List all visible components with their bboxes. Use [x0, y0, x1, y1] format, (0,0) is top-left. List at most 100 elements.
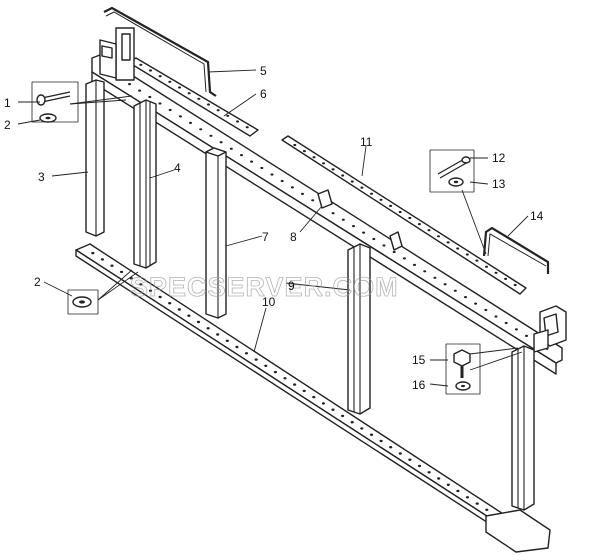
rail-hole [485, 265, 488, 268]
rail-hole [312, 156, 316, 159]
callout-4: 4 [174, 161, 181, 175]
rail-hole [389, 446, 393, 449]
rail-hole [427, 229, 431, 232]
washer-2 [67, 289, 99, 315]
rail-hole [389, 204, 393, 207]
rail-hole [321, 402, 325, 405]
callout-14: 14 [530, 209, 544, 223]
callout-9: 9 [288, 279, 295, 293]
rail-hole [254, 358, 258, 361]
rail-hole [443, 283, 447, 286]
rail-hole [360, 427, 364, 430]
rail-hole [341, 414, 345, 418]
rail-hole [446, 241, 450, 244]
rail-hole [302, 389, 306, 393]
rail-hole [525, 334, 528, 337]
rail-hole [331, 168, 335, 171]
callout-5: 5 [260, 64, 267, 78]
rail-hole [465, 253, 469, 256]
rail-hole [128, 83, 131, 86]
callout-labels: 1 2 3 4 5 6 7 8 9 10 11 12 13 14 15 16 2 [4, 64, 544, 392]
rail-hole [260, 166, 264, 170]
rail-hole [456, 247, 460, 250]
rail-hole [464, 296, 467, 299]
rail-hole [158, 75, 162, 78]
rail-hole [322, 162, 325, 165]
rail-hole [196, 320, 201, 324]
rail-hole [370, 192, 373, 195]
callout-2-lower: 2 [34, 275, 41, 289]
rail-hole [379, 439, 383, 443]
rail-hole [216, 109, 220, 112]
rail-hole [437, 235, 440, 238]
rail-hole [484, 308, 488, 312]
rail-hole [475, 259, 479, 262]
rail-hole [219, 141, 223, 144]
post-4 [133, 99, 157, 269]
callout-2-upper: 2 [4, 118, 11, 132]
rail-hole [148, 289, 153, 292]
rail-hole [226, 114, 230, 117]
rail-hole [360, 186, 364, 189]
rail-hole [264, 364, 268, 367]
rail-hole [138, 89, 142, 92]
rail-hole [235, 345, 239, 349]
rail-hole [475, 502, 479, 505]
callout-1: 1 [4, 96, 11, 110]
rail-hole [206, 327, 210, 330]
rail-hole [369, 433, 374, 436]
rail-hole [427, 471, 431, 474]
callout-3: 3 [38, 170, 45, 184]
rail-hole [178, 115, 182, 118]
clip-8 [317, 189, 403, 251]
rail-hole [158, 295, 162, 299]
handle-rod-5 [103, 6, 217, 97]
rail-hole [245, 126, 249, 129]
watermark-text: SPECSERVER.COM [130, 272, 399, 302]
rail-hole [350, 421, 354, 424]
rail-hole [168, 302, 172, 305]
rail-hole [199, 128, 203, 131]
post-7 [205, 147, 227, 319]
rail-hole [270, 173, 274, 176]
rail-hole [110, 264, 114, 267]
rail-hole [362, 231, 366, 234]
top-rail [91, 54, 563, 375]
rail-hole [513, 283, 517, 287]
rail-hole [456, 489, 460, 493]
rail-hole [225, 339, 229, 342]
rail-hole [139, 63, 143, 66]
callout-6: 6 [260, 87, 267, 101]
rail-hole [494, 315, 498, 318]
callout-13: 13 [492, 177, 506, 191]
rail-hole [504, 277, 508, 280]
rail-hole [293, 143, 297, 147]
rail-hole [514, 328, 518, 331]
rail-hole [311, 199, 315, 202]
bolt-15 [445, 343, 481, 395]
rail-hole [465, 496, 470, 499]
handle-rod-14 [482, 226, 550, 274]
rail-hole [402, 257, 406, 260]
rail-hole [408, 458, 412, 461]
rail-hole [168, 80, 172, 83]
perforated-strip-11 [281, 135, 527, 295]
rail-hole [331, 408, 335, 411]
rail-hole [189, 121, 192, 124]
callout-10: 10 [262, 295, 276, 309]
rail-hole [283, 377, 287, 380]
rail-hole [187, 92, 191, 95]
rail-hole [250, 160, 254, 163]
rail-hole [392, 250, 396, 254]
rail-hole [382, 244, 386, 247]
rail-hole [301, 192, 304, 195]
rail-hole [207, 103, 210, 106]
rail-hole [229, 147, 233, 150]
rail-hole [446, 483, 450, 486]
rail-hole [437, 477, 441, 480]
leader-lines [17, 69, 529, 387]
rail-hole [331, 212, 335, 215]
rail-hole [293, 383, 297, 386]
rail-hole [148, 95, 152, 99]
